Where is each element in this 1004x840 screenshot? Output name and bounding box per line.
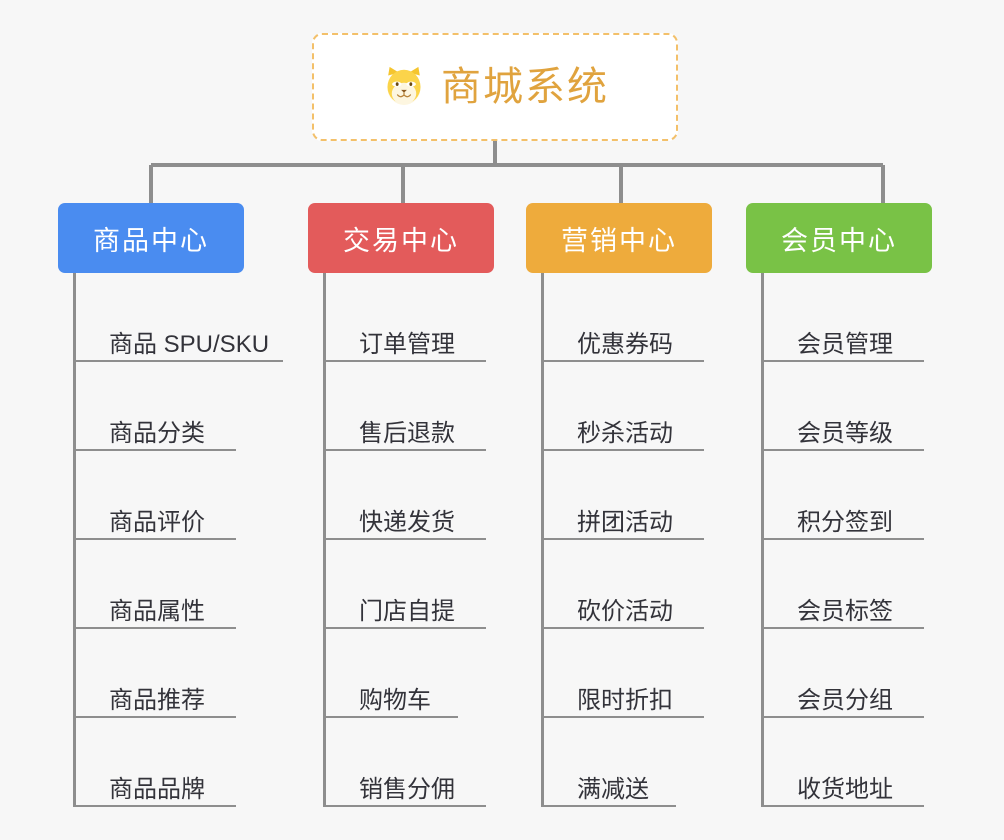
- leaf-label: 砍价活动: [577, 597, 673, 625]
- leaf-list-0: 商品 SPU/SKU 商品分类 商品评价 商品属性 商品推荐 商品品牌: [73, 273, 283, 807]
- category-column-3: 会员中心 会员管理 会员等级 积分签到 会员标签 会员分组 收货地址: [746, 203, 932, 807]
- leaf-item[interactable]: 积分签到: [764, 451, 932, 540]
- category-column-1: 交易中心 订单管理 售后退款 快递发货 门店自提 购物车 销售分佣: [308, 203, 494, 807]
- leaf-item[interactable]: 购物车: [326, 629, 494, 718]
- shiba-dog-icon: [387, 66, 421, 105]
- leaf-list-2: 优惠券码 秒杀活动 拼团活动 砍价活动 限时折扣 满减送: [541, 273, 712, 807]
- category-column-0: 商品中心 商品 SPU/SKU 商品分类 商品评价 商品属性 商品推荐 商品品牌: [58, 203, 283, 807]
- leaf-label: 会员标签: [797, 597, 893, 625]
- leaf-label: 会员等级: [797, 419, 893, 447]
- leaf-item[interactable]: 商品推荐: [76, 629, 244, 718]
- leaf-label: 会员分组: [797, 686, 893, 714]
- leaf-label: 拼团活动: [577, 508, 673, 536]
- leaf-item[interactable]: 售后退款: [326, 362, 494, 451]
- leaf-label: 商品品牌: [109, 775, 205, 803]
- leaf-item[interactable]: 商品评价: [76, 451, 244, 540]
- leaf-label: 购物车: [359, 686, 431, 714]
- leaf-item[interactable]: 砍价活动: [544, 540, 712, 629]
- leaf-label: 收货地址: [797, 775, 893, 803]
- root-title: 商城系统: [441, 65, 609, 109]
- leaf-item[interactable]: 收货地址: [764, 718, 932, 807]
- category-header-3[interactable]: 会员中心: [746, 203, 932, 273]
- leaf-label: 商品 SPU/SKU: [109, 330, 270, 358]
- category-label: 会员中心: [781, 225, 897, 256]
- leaf-item[interactable]: 销售分佣: [326, 718, 494, 807]
- leaf-item[interactable]: 会员等级: [764, 362, 932, 451]
- leaf-item[interactable]: 满减送: [544, 718, 712, 807]
- leaf-item[interactable]: 商品 SPU/SKU: [76, 273, 283, 362]
- leaf-label: 快递发货: [359, 508, 455, 536]
- leaf-label: 商品评价: [109, 508, 205, 536]
- leaf-item[interactable]: 商品分类: [76, 362, 244, 451]
- category-label: 交易中心: [343, 225, 459, 256]
- leaf-label: 会员管理: [797, 330, 893, 358]
- leaf-item[interactable]: 会员管理: [764, 273, 932, 362]
- leaf-item[interactable]: 会员标签: [764, 540, 932, 629]
- leaf-item[interactable]: 订单管理: [326, 273, 494, 362]
- leaf-item[interactable]: 拼团活动: [544, 451, 712, 540]
- leaf-item[interactable]: 限时折扣: [544, 629, 712, 718]
- leaf-label: 限时折扣: [577, 686, 673, 714]
- leaf-label: 销售分佣: [359, 775, 455, 803]
- leaf-label: 商品分类: [109, 419, 205, 447]
- category-header-1[interactable]: 交易中心: [308, 203, 494, 273]
- leaf-item[interactable]: 门店自提: [326, 540, 494, 629]
- leaf-item[interactable]: 优惠券码: [544, 273, 712, 362]
- leaf-item[interactable]: 会员分组: [764, 629, 932, 718]
- leaf-label: 满减送: [577, 775, 649, 803]
- leaf-label: 秒杀活动: [577, 419, 673, 447]
- leaf-item[interactable]: 商品品牌: [76, 718, 244, 807]
- leaf-label: 商品推荐: [109, 686, 205, 714]
- category-header-2[interactable]: 营销中心: [526, 203, 712, 273]
- leaf-label: 门店自提: [359, 597, 455, 625]
- leaf-label: 商品属性: [109, 597, 205, 625]
- root-node[interactable]: 商城系统: [312, 33, 678, 141]
- category-label: 营销中心: [561, 225, 677, 256]
- leaf-item[interactable]: 商品属性: [76, 540, 244, 629]
- leaf-item[interactable]: 秒杀活动: [544, 362, 712, 451]
- leaf-item[interactable]: 快递发货: [326, 451, 494, 540]
- leaf-label: 优惠券码: [577, 330, 673, 358]
- category-header-0[interactable]: 商品中心: [58, 203, 244, 273]
- category-label: 商品中心: [93, 225, 209, 256]
- leaf-label: 售后退款: [359, 419, 455, 447]
- category-column-2: 营销中心 优惠券码 秒杀活动 拼团活动 砍价活动 限时折扣 满减送: [526, 203, 712, 807]
- leaf-label: 积分签到: [797, 508, 893, 536]
- leaf-list-3: 会员管理 会员等级 积分签到 会员标签 会员分组 收货地址: [761, 273, 932, 807]
- leaf-list-1: 订单管理 售后退款 快递发货 门店自提 购物车 销售分佣: [323, 273, 494, 807]
- leaf-label: 订单管理: [359, 330, 455, 358]
